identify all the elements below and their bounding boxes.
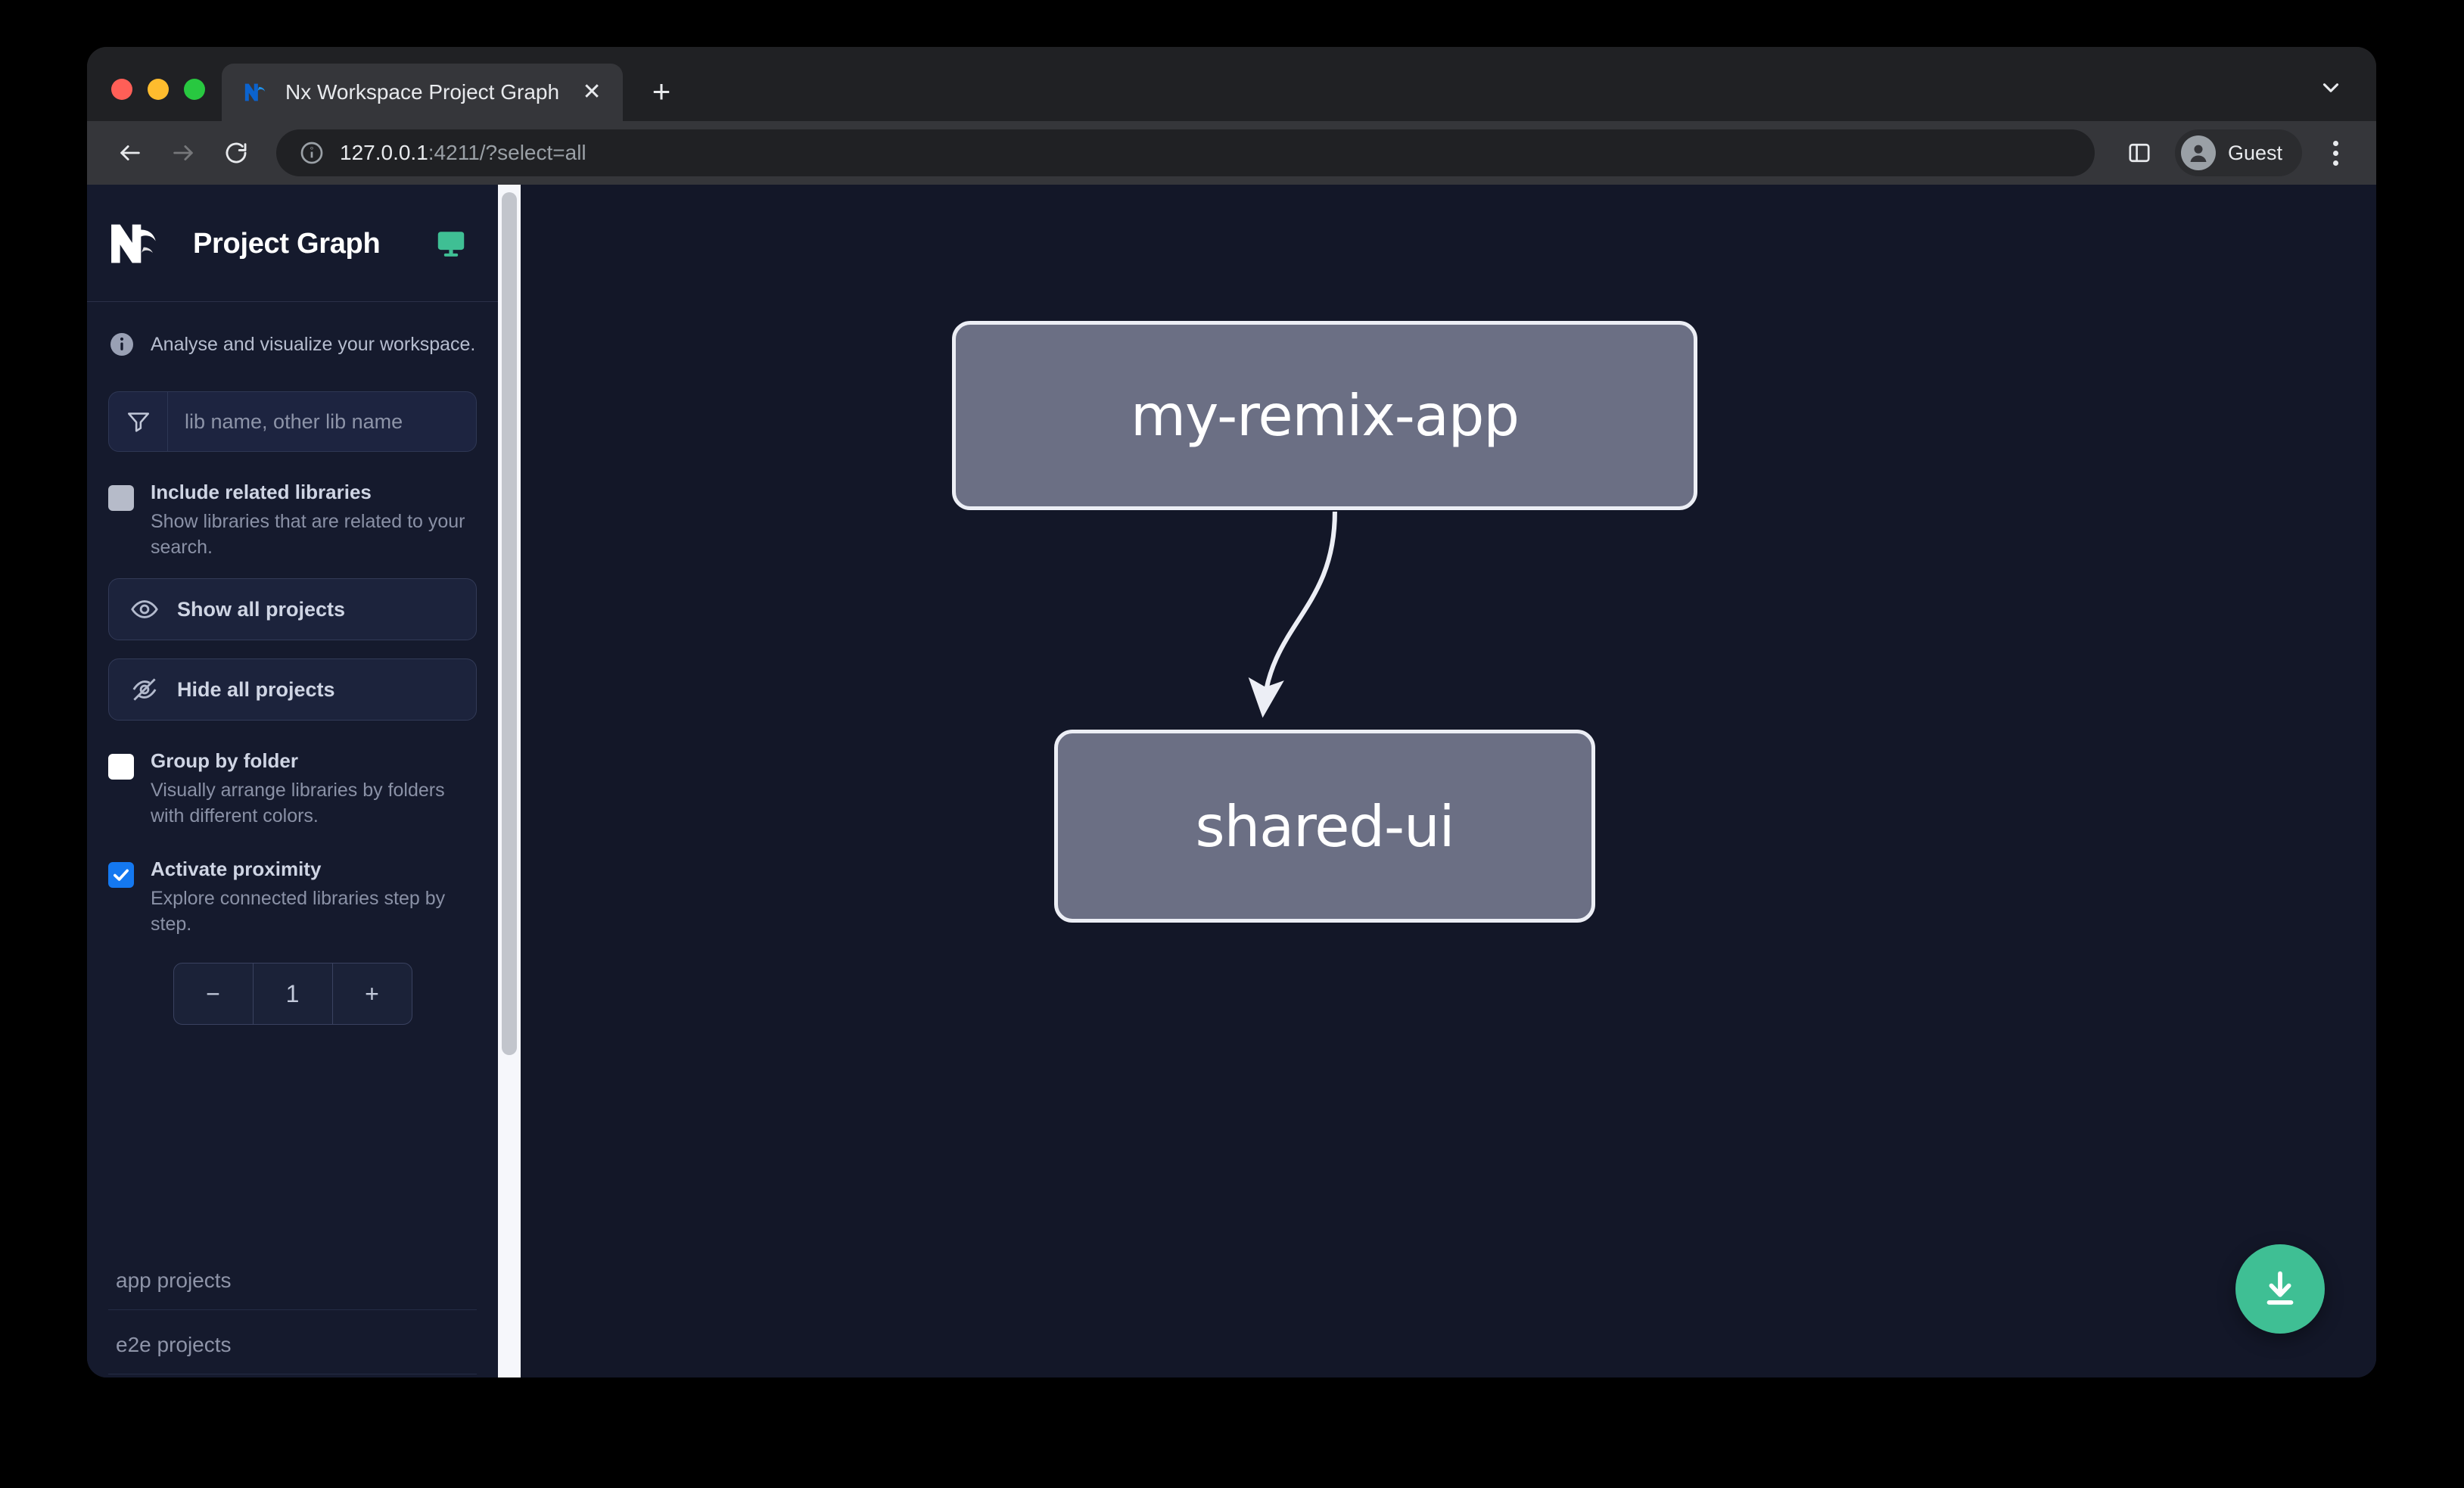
option-label: Group by folder <box>151 749 298 772</box>
arrow-left-icon[interactable] <box>107 129 154 176</box>
new-tab-button[interactable]: + <box>652 73 671 109</box>
download-graph-button[interactable] <box>2235 1244 2325 1334</box>
stepper-value: 1 <box>285 979 300 1007</box>
browser-window: Nx Workspace Project Graph ✕ + <box>87 47 2376 1377</box>
option-description: Visually arrange libraries by folders wi… <box>151 780 445 826</box>
page-title: Project Graph <box>193 227 381 260</box>
checkbox-group-by-folder[interactable] <box>108 754 134 780</box>
graph-node-my-remix-app[interactable]: my-remix-app <box>952 321 1697 510</box>
download-icon <box>2266 1271 2294 1305</box>
address-bar-text: 127.0.0.1:4211/?select=all <box>340 141 586 165</box>
option-label: Activate proximity <box>151 858 322 880</box>
graph-node-shared-ui[interactable]: shared-ui <box>1054 730 1595 923</box>
sidebar-divider <box>87 301 498 302</box>
filter-funnel-icon <box>109 392 168 451</box>
chevron-down-icon[interactable] <box>2308 65 2354 111</box>
sidebar-scrollbar[interactable] <box>498 185 521 1377</box>
sidebar-spacer <box>87 1025 498 1249</box>
option-group-by-folder[interactable]: Group by folder Visually arrange librari… <box>108 749 477 829</box>
browser-tab[interactable]: Nx Workspace Project Graph ✕ <box>222 64 624 121</box>
page-viewport: Project Graph Analyse and visualize your… <box>87 185 2376 1377</box>
scrollbar-thumb[interactable] <box>502 192 517 1055</box>
stepper-decrement-button[interactable]: − <box>206 979 220 1007</box>
graph-canvas[interactable]: my-remix-app shared-ui <box>498 185 2376 1377</box>
edge-my-remix-app-to-shared-ui <box>1248 511 1337 718</box>
eye-slash-icon <box>132 678 157 701</box>
check-icon <box>114 869 129 881</box>
graph-edges <box>1248 511 1337 718</box>
tab-title: Nx Workspace Project Graph <box>285 80 560 104</box>
button-label: Show all projects <box>177 597 346 621</box>
stepper-divider <box>331 963 333 1024</box>
search-input[interactable] <box>168 392 476 451</box>
info-circle-icon <box>300 142 323 164</box>
nx-logo-icon <box>111 224 156 263</box>
address-bar[interactable]: 127.0.0.1:4211/?select=all <box>276 129 2095 176</box>
close-window-button[interactable] <box>111 79 132 100</box>
eye-icon <box>131 600 158 618</box>
reload-icon[interactable] <box>213 129 260 176</box>
hide-all-projects-button[interactable]: Hide all projects <box>108 658 477 721</box>
avatar <box>2180 135 2216 170</box>
sidebar-subtitle: Analyse and visualize your workspace. <box>87 302 498 381</box>
section-title: e2e projects <box>108 1313 477 1374</box>
side-panel-icon[interactable] <box>2117 131 2161 175</box>
info-icon <box>110 333 133 356</box>
profile-name: Guest <box>2227 141 2282 164</box>
option-include-related-libraries[interactable]: Include related libraries Show libraries… <box>108 481 477 560</box>
option-description: Explore connected libraries step by step… <box>151 888 446 935</box>
option-label: Include related libraries <box>151 481 372 503</box>
section-app-projects[interactable]: app projects <box>87 1249 498 1310</box>
nx-favicon-icon <box>244 83 266 101</box>
sidebar: Project Graph Analyse and visualize your… <box>87 185 498 1377</box>
stepper-increment-button[interactable]: + <box>365 979 379 1007</box>
option-activate-proximity[interactable]: Activate proximity Explore connected lib… <box>108 858 477 937</box>
monitor-icon[interactable] <box>434 227 468 260</box>
section-e2e-projects[interactable]: e2e projects <box>87 1313 498 1374</box>
stepper-divider <box>252 963 254 1024</box>
show-all-projects-button[interactable]: Show all projects <box>108 578 477 640</box>
maximize-window-button[interactable] <box>184 79 205 100</box>
node-label: shared-ui <box>1195 792 1455 860</box>
browser-toolbar: 127.0.0.1:4211/?select=all Guest <box>87 121 2376 185</box>
sidebar-subtitle-text: Analyse and visualize your workspace. <box>151 333 476 355</box>
arrow-right-icon[interactable] <box>160 129 207 176</box>
sidebar-header: Project Graph <box>87 185 498 301</box>
window-controls <box>87 79 222 121</box>
url-path: :4211/?select=all <box>428 141 586 164</box>
sidebar-body: Include related libraries Show libraries… <box>87 381 498 1025</box>
button-label: Hide all projects <box>177 677 335 701</box>
close-tab-button[interactable]: ✕ <box>582 79 602 104</box>
url-host: 127.0.0.1 <box>340 141 428 164</box>
tab-strip: Nx Workspace Project Graph ✕ + <box>87 47 2376 121</box>
node-label: my-remix-app <box>1130 382 1520 449</box>
minimize-window-button[interactable] <box>148 79 169 100</box>
checkbox-include-related-libraries[interactable] <box>108 485 134 511</box>
kebab-menu-icon[interactable] <box>2314 132 2357 174</box>
profile-button[interactable]: Guest <box>2174 129 2302 176</box>
checkbox-activate-proximity[interactable] <box>108 862 134 888</box>
option-description: Show libraries that are related to your … <box>151 511 465 558</box>
proximity-stepper: − 1 + <box>173 963 412 1025</box>
section-title: app projects <box>108 1249 477 1310</box>
search-box[interactable] <box>108 391 477 452</box>
